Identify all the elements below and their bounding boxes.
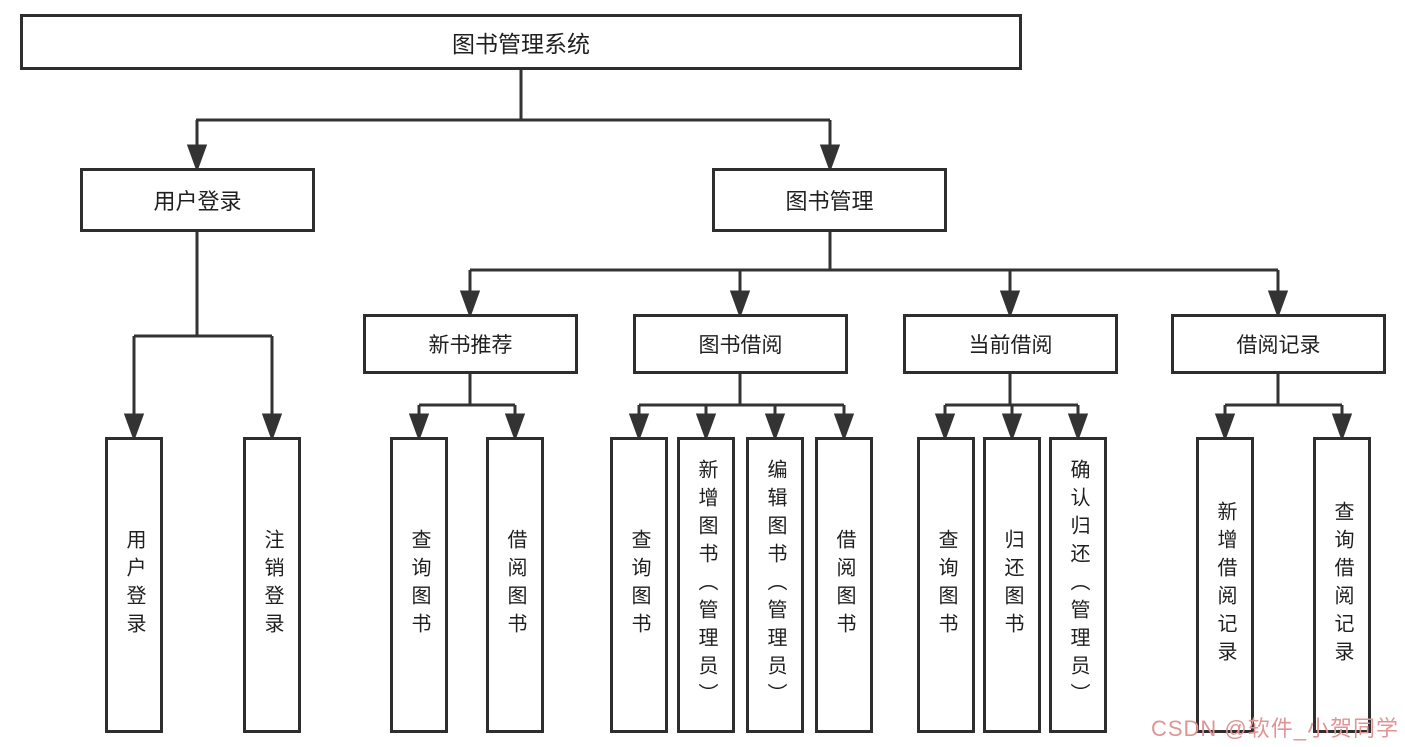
- connector-root-to-level2: [186, 70, 841, 173]
- connector-borrow-to-leaves: [628, 374, 855, 442]
- node-new-book-recommendation: 新书推荐: [363, 314, 578, 374]
- node-book-borrowing: 图书借阅: [633, 314, 848, 374]
- connector-bookmgmt-to-level3: [459, 232, 1289, 319]
- leaf-return-books: 归还图书: [983, 437, 1041, 733]
- node-user-login: 用户登录: [80, 168, 315, 232]
- connector-records-to-leaves: [1214, 374, 1353, 442]
- leaf-query-borrow-record: 查询借阅记录: [1313, 437, 1371, 733]
- node-library-system: 图书管理系统: [20, 14, 1022, 70]
- leaf-borrow-books-recommend: 借阅图书: [486, 437, 544, 733]
- leaf-add-books-admin: 新增图书（管理员）: [677, 437, 735, 733]
- node-current-borrowing: 当前借阅: [903, 314, 1118, 374]
- leaf-edit-books-admin: 编辑图书（管理员）: [746, 437, 804, 733]
- leaf-add-borrow-record: 新增借阅记录: [1196, 437, 1254, 733]
- leaf-confirm-return-admin: 确认归还（管理员）: [1049, 437, 1107, 733]
- leaf-query-books-current: 查询图书: [917, 437, 975, 733]
- node-book-management: 图书管理: [712, 168, 947, 232]
- connector-current-to-leaves: [934, 374, 1089, 442]
- leaf-borrow-books: 借阅图书: [815, 437, 873, 733]
- leaf-user-login: 用户登录: [105, 437, 163, 733]
- connector-userlogin-to-leaves: [123, 232, 283, 442]
- leaf-logout: 注销登录: [243, 437, 301, 733]
- leaf-query-books-borrow: 查询图书: [610, 437, 668, 733]
- connector-newbook-to-leaves: [408, 374, 526, 442]
- leaf-query-books-recommend: 查询图书: [390, 437, 448, 733]
- node-borrowing-records: 借阅记录: [1171, 314, 1386, 374]
- csdn-watermark: CSDN @软件_小贺同学: [1150, 716, 1399, 741]
